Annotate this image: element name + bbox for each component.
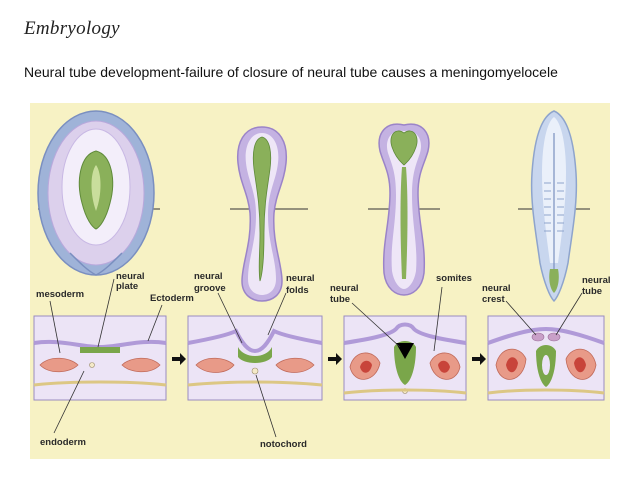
cross-section-3 [343, 315, 467, 401]
label-neural-groove-2: groove [194, 283, 226, 294]
label-neural-folds-2: folds [286, 285, 309, 296]
label-neural-groove-1: neural [194, 271, 223, 282]
label-neural-crest-1: neural [482, 283, 511, 294]
closure-marker-icon [396, 343, 414, 359]
arrow-icon [172, 353, 186, 365]
arrow-icon [328, 353, 342, 365]
label-neural-plate-2: plate [116, 281, 138, 292]
slide-caption: Neural tube development-failure of closu… [24, 64, 558, 80]
label-mesoderm: mesoderm [36, 289, 84, 300]
label-neural-folds-1: neural [286, 273, 315, 284]
label-neural-tube-b-1: neural [582, 275, 610, 286]
label-neural-tube-a-1: neural [330, 283, 359, 294]
neural-tube-figure: mesoderm neural plate Ectoderm neural gr… [30, 103, 610, 459]
label-somites: somites [436, 273, 472, 284]
label-neural-crest-2: crest [482, 294, 506, 305]
cross-section-1 [33, 315, 167, 401]
label-endoderm: endoderm [40, 437, 86, 448]
label-neural-tube-b-2: tube [582, 286, 602, 297]
label-ectoderm: Ectoderm [150, 293, 194, 304]
embryo-stage-3 [378, 123, 430, 296]
cross-section-4 [487, 315, 605, 401]
neural-tube-diagram: mesoderm neural plate Ectoderm neural gr… [30, 103, 610, 459]
arrow-icon [472, 353, 486, 365]
embryo-stage-4 [530, 110, 578, 303]
slide-title: Embryology [24, 18, 120, 39]
cross-section-2 [187, 315, 323, 401]
label-neural-tube-a-2: tube [330, 294, 350, 305]
embryo-stage-1 [37, 110, 155, 276]
embryo-stage-2 [236, 126, 288, 302]
label-neural-plate-1: neural [116, 271, 145, 282]
label-notochord: notochord [260, 439, 307, 450]
leader-lines [49, 278, 583, 438]
